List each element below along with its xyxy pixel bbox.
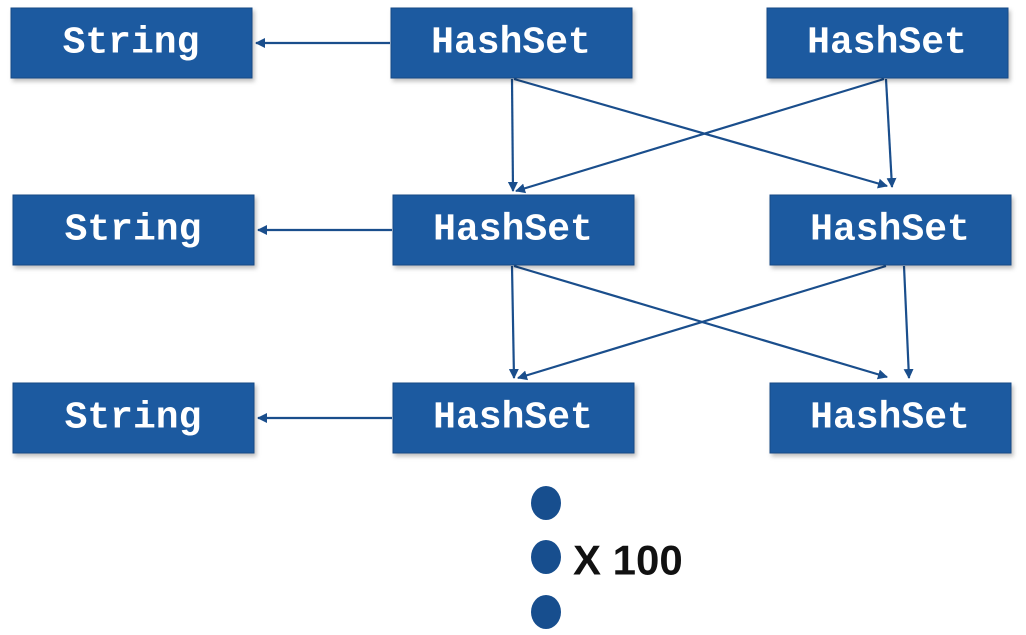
arrow-row1a-to-row2a — [507, 78, 518, 192]
string-box-row1: String — [10, 7, 253, 79]
hashset-box-row3-left: HashSet — [392, 382, 635, 454]
arrow-row1a-to-row2b — [513, 77, 888, 189]
arrow-row1b-to-row2b — [884, 78, 897, 188]
hashset-box-row2-left: HashSet — [392, 194, 635, 266]
arrow-row2b-to-row3b — [902, 265, 914, 379]
hashset-label: HashSet — [433, 397, 593, 440]
hashset-box-row3-right: HashSet — [769, 382, 1012, 454]
hashset-box-row2-right: HashSet — [769, 194, 1012, 266]
hashset-label: HashSet — [810, 209, 970, 252]
ellipsis-dot-1 — [531, 486, 561, 520]
ellipsis-dot-2 — [531, 540, 561, 574]
hashset-label: HashSet — [810, 397, 970, 440]
arrow-row1b-to-row2a — [515, 77, 885, 194]
string-label: String — [65, 209, 202, 252]
hashset-box-row1-right: HashSet — [766, 7, 1009, 79]
string-label: String — [63, 22, 200, 65]
hashset-label: HashSet — [433, 209, 593, 252]
continuation: X 100 — [531, 486, 683, 629]
hashset-label: HashSet — [807, 22, 967, 65]
row-1: String HashSet HashSet — [10, 7, 1009, 79]
string-box-row2: String — [12, 194, 255, 266]
ellipsis-dot-3 — [531, 595, 561, 629]
repeat-count-label: X 100 — [573, 537, 683, 584]
string-box-row3: String — [12, 382, 255, 454]
row-2: String HashSet HashSet — [12, 194, 1012, 266]
hashset-label: HashSet — [431, 22, 591, 65]
arrows — [255, 38, 914, 423]
row-3: String HashSet HashSet — [12, 382, 1012, 454]
arrow-row2b-to-row3a — [517, 264, 887, 381]
arrow-row2a-to-row3a — [508, 265, 519, 379]
hashset-box-row1-left: HashSet — [390, 7, 633, 79]
string-label: String — [65, 397, 202, 440]
